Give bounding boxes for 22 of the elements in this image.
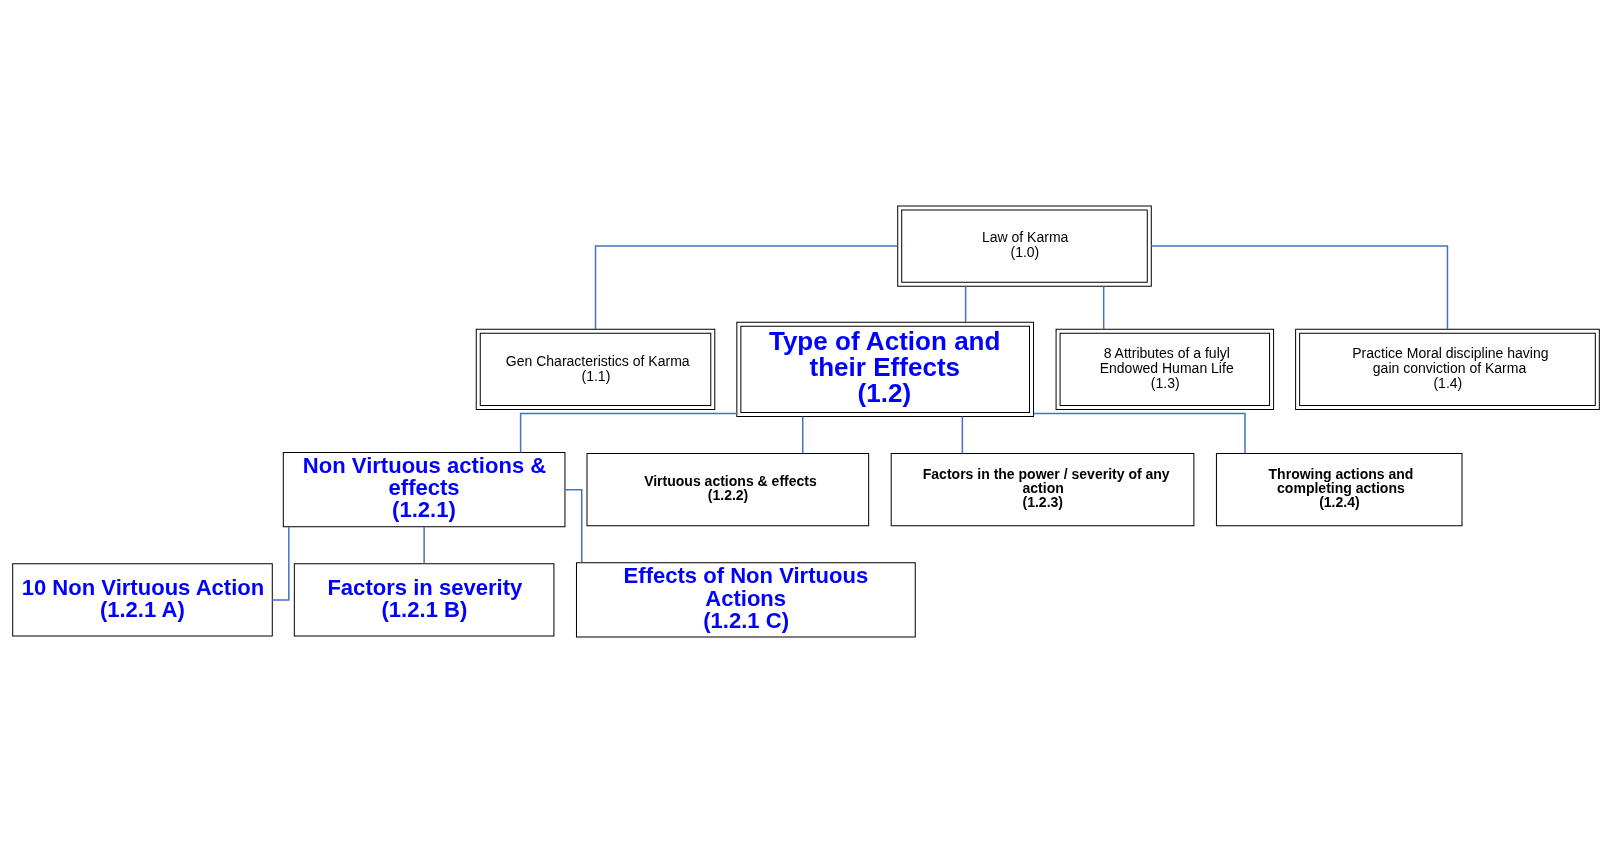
node-box: Gen Characteristics of Karma (1.1) xyxy=(475,328,716,410)
node-box: Non Virtuous actions & effects (1.2.1) xyxy=(282,451,566,527)
connector xyxy=(961,415,964,454)
connector xyxy=(1032,412,1246,454)
connector xyxy=(423,525,425,564)
node-box: Factors in severity (1.2.1 B) xyxy=(293,562,555,636)
node-box: Type of Action and their Effects (1.2) xyxy=(736,321,1034,417)
node-box: Law of Karma (1.0) xyxy=(897,205,1152,287)
connector xyxy=(271,525,290,601)
node-box: 10 Non Virtuous Action (1.2.1 A) xyxy=(12,562,273,636)
node-box: Throwing actions and completing actions (1.2.4) xyxy=(1215,452,1463,526)
connector xyxy=(519,412,738,453)
connector xyxy=(964,285,967,323)
connector xyxy=(802,415,804,454)
connector xyxy=(1102,285,1105,330)
node-box: Effects of Non Virtuous Actions (1.2.1 C) xyxy=(576,561,916,637)
connector xyxy=(594,244,899,330)
node-box: Virtuous actions & effects (1.2.2) xyxy=(586,452,870,526)
connector xyxy=(1150,244,1449,330)
node-box: 8 Attributes of a fulyl Endowed Human Life (1.3) xyxy=(1055,328,1275,410)
node-box: Factors in the power / severity of any action (1.2.3) xyxy=(890,452,1195,526)
node-box: Practice Moral discipline having gain conviction of Karma (1.4) xyxy=(1295,328,1600,410)
